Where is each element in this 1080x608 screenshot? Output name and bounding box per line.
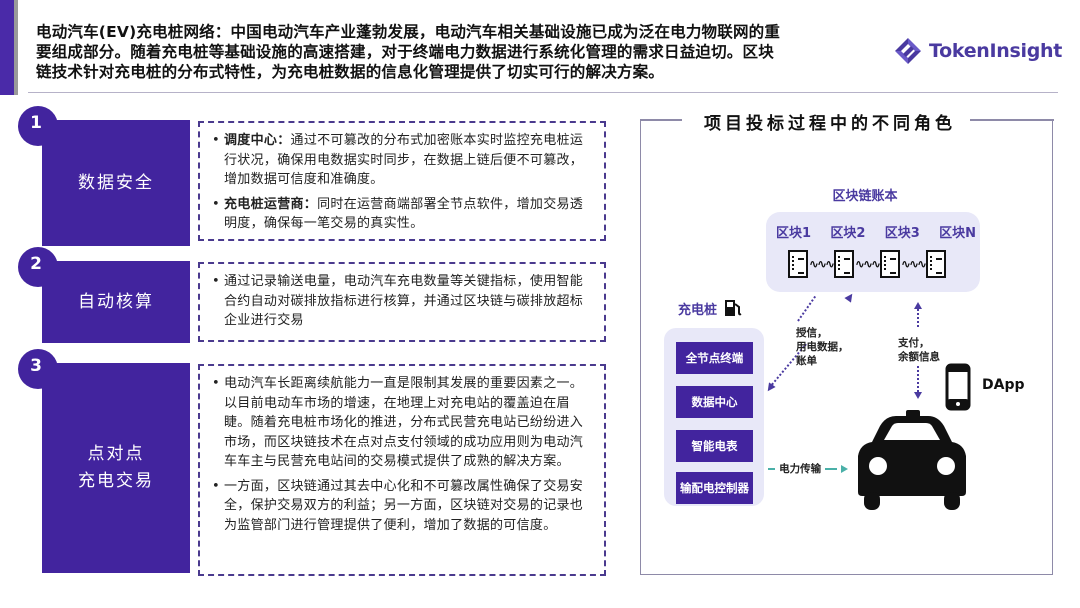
label-line: 账单 (796, 355, 817, 367)
bullet-text: 同时在运营商端部署全节点软件，增加交易透明度，确保每一笔交易的真实性。 (224, 196, 584, 232)
bullet-text: 通过记录输送电量，电动汽车充电数量等关键指标，使用智能合约自动对碳排放指标进行核… (224, 274, 584, 328)
label-line: 支付， (898, 337, 930, 349)
section-title-auto-accounting: 自动核算 (42, 261, 190, 343)
charging-pile-label: 充电桩 (678, 298, 743, 318)
bullet-transaction-security: 一方面，区块链通过其去中心化和不可篡改属性确保了交易安全，保护交易双方的利益；另… (212, 477, 594, 536)
block-labels: 区块1 区块2 区块3 区块N (776, 222, 976, 241)
header-divider (28, 92, 1058, 93)
logo-text: TokenInsight (929, 40, 1063, 62)
header-line-1: 电动汽车(EV)充电桩网络：中国电动汽车产业蓬勃发展，电动汽车相关基础设施已成为… (36, 23, 781, 41)
component-data-center: 数据中心 (676, 386, 753, 418)
bullet-label: 调度中心： (224, 133, 291, 148)
label-line: 授信， (796, 327, 828, 339)
bullet-range-limitation: 电动汽车长距离续航能力一直是限制其发展的重要因素之一。以目前电动车市场的增速，在… (212, 374, 594, 472)
teal-line (768, 467, 776, 470)
component-smart-meter: 智能电表 (676, 430, 753, 462)
tokeninsight-logo: TokenInsight (893, 36, 1062, 66)
car-ledger-dotted-line-lower (917, 366, 919, 392)
component-grid-controller: 输配电控制器 (676, 472, 753, 504)
taxi-icon (858, 410, 966, 510)
diagram-title: 项目投标过程中的不同角色 (704, 114, 956, 134)
ledger-label: 区块链账本 (832, 189, 898, 204)
power-transmission-label: 电力传输 (779, 463, 822, 475)
fuel-pump-icon (725, 300, 742, 316)
header-accent-bar (0, 0, 14, 95)
header-description: 电动汽车(EV)充电桩网络：中国电动汽车产业蓬勃发展，电动汽车相关基础设施已成为… (36, 22, 866, 82)
roles-diagram-frame (640, 119, 1053, 575)
block-label-n: 区块N (939, 226, 976, 241)
phone-icon (945, 363, 971, 411)
arrow-up-icon (914, 302, 922, 309)
frame-top-left (640, 119, 682, 121)
section-3-description: 电动汽车长距离续航能力一直是限制其发展的重要因素之一。以目前电动车市场的增速，在… (198, 364, 606, 576)
header-accent-stripe (14, 0, 18, 95)
section-1-description: 调度中心：通过不可篡改的分布式加密账本实时监控充电桩运行状况，确保用电数据实时同… (198, 121, 606, 241)
document-icon (880, 250, 900, 278)
header-line-2: 要组成部分。随着充电桩等基础设施的高速搭建，对于终端电力数据进行系统化管理的需求… (36, 43, 774, 61)
dapp-label: DApp (982, 377, 1025, 393)
teal-line (825, 467, 837, 470)
section-title-p2p-charging: 点对点 充电交易 (42, 363, 190, 573)
bullet-carbon-accounting: 通过记录输送电量，电动汽车充电数量等关键指标，使用智能合约自动对碳排放指标进行核… (212, 272, 594, 331)
section-title-text: 自动核算 (78, 291, 154, 312)
charging-pile-text: 充电桩 (678, 302, 718, 318)
pile-ledger-label: 授信， 用电数据， 账单 (796, 326, 849, 368)
bullet-label: 充电桩运营商： (224, 196, 318, 212)
component-full-node: 全节点终端 (676, 342, 753, 374)
arrow-right-icon (841, 464, 848, 473)
frame-top-right (970, 119, 1054, 121)
document-icon (788, 250, 808, 278)
section-title-data-security: 数据安全 (42, 120, 190, 246)
bullet-text: 通过不可篡改的分布式加密账本实时监控充电桩运行状况，确保用电数据实时同步，在数据… (224, 133, 584, 187)
document-icon (926, 250, 946, 278)
car-ledger-dotted-line-upper (917, 309, 919, 327)
chain-link-icon: ∿∿∿ (900, 257, 927, 271)
header-line-3: 链技术针对充电桩的分布式特性，为充电桩数据的信息化管理提供了切实可行的解决方案。 (36, 63, 665, 81)
block-label-1: 区块1 (776, 226, 812, 241)
arrow-down-icon (914, 392, 922, 399)
section-2-description: 通过记录输送电量，电动汽车充电数量等关键指标，使用智能合约自动对碳排放指标进行核… (198, 262, 606, 342)
block-label-2: 区块2 (830, 226, 866, 241)
section-title-line-2: 充电交易 (78, 471, 154, 491)
bullet-text: 电动汽车长距离续航能力一直是限制其发展的重要因素之一。以目前电动车市场的增速，在… (224, 376, 584, 469)
document-icon (834, 250, 854, 278)
bullet-text: 一方面，区块链通过其去中心化和不可篡改属性确保了交易安全，保护交易双方的利益；另… (224, 478, 584, 533)
power-transmission-arrow: 电力传输 (768, 461, 848, 476)
block-label-3: 区块3 (884, 226, 920, 241)
chain-link-icon: ∿∿∿ (854, 257, 881, 271)
tokeninsight-logo-icon (895, 38, 921, 64)
label-line: 用电数据， (796, 341, 849, 353)
car-ledger-label: 支付， 余额信息 (898, 336, 940, 364)
bullet-pile-operator: 充电桩运营商：同时在运营商端部署全节点软件，增加交易透明度，确保每一笔交易的真实… (212, 195, 594, 234)
section-title-text: 数据安全 (78, 172, 154, 193)
chain-link-icon: ∿∿∿ (808, 257, 835, 271)
label-line: 余额信息 (898, 351, 940, 363)
bullet-dispatch-center: 调度中心：通过不可篡改的分布式加密账本实时监控充电桩运行状况，确保用电数据实时同… (212, 131, 594, 190)
block-chain: ∿∿∿ ∿∿∿ ∿∿∿ (788, 250, 946, 278)
section-title-line-1: 点对点 (87, 444, 145, 464)
